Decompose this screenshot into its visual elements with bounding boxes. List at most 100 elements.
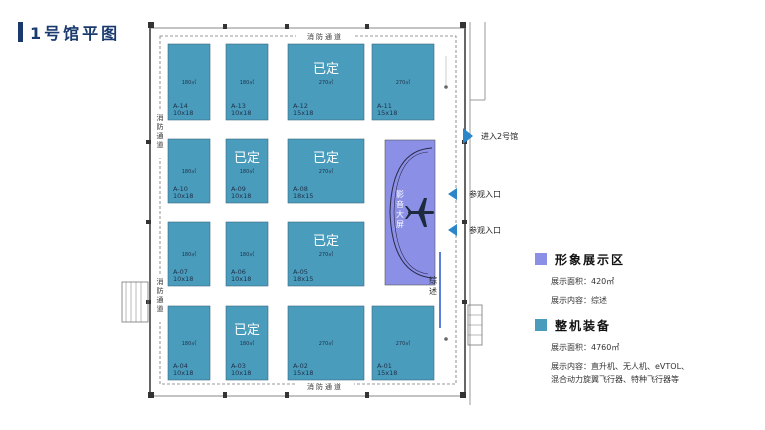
booth-reserved-label: 已定 [234,151,260,166]
booth-id-label: A-04 [173,362,188,370]
booth-id-label: A-09 [231,185,246,193]
booth-area-label: 270㎡ [396,79,411,86]
booth-id-label: A-10 [173,185,188,193]
booth-id-label: A-01 [377,362,392,370]
aircraft-swatch [535,319,547,331]
booth-id-label: A-02 [293,362,308,370]
booth-grid: 180㎡A-1410x18180㎡A-1310x18270㎡A-1215x18已… [167,43,435,381]
booth-A-07 [167,221,211,287]
legend: 形象展示区 展示面积：420㎡ 展示内容：综述 整机装备 展示面积：4760㎡ … [535,250,755,385]
booth-reserved-label: 已定 [313,151,339,166]
booth-area-label: 180㎡ [240,251,255,258]
booth-A-02 [287,305,365,381]
booth-A-04 [167,305,211,381]
booth-A-08 [287,138,365,204]
east-staircase [467,304,483,346]
booth-size-label: 10x18 [173,192,193,200]
booth-size-label: 15x18 [293,109,313,117]
booth-A-01 [371,305,435,381]
booth-size-label: 15x18 [293,369,313,377]
image-zone-swatch [535,253,547,265]
booth-id-label: A-13 [231,102,246,110]
booth-id-label: A-03 [231,362,246,370]
screen-label-1: 影 [396,189,404,199]
booth-size-label: 18x15 [293,275,313,283]
booth-A-10 [167,138,211,204]
booth-reserved-label: 已定 [313,234,339,249]
marker-dot [444,85,448,89]
booth-reserved-label: 已定 [234,323,260,338]
booth-id-label: A-08 [293,185,308,193]
aircraft-content-2: 混合动力旋翼飞行器、特种飞行器等 [551,375,679,384]
title-accent-bar [18,22,23,42]
aircraft-title: 整机装备 [555,318,612,333]
visit-entrance-1-label: 参观入口 [469,189,501,199]
booth-area-label: 180㎡ [182,79,197,86]
booth-size-label: 15x18 [377,109,397,117]
booth-A-12 [287,43,365,121]
booth-area-label: 270㎡ [396,340,411,347]
legend-aircraft: 整机装备 [535,316,755,334]
booth-size-label: 10x18 [173,369,193,377]
booth-size-label: 10x18 [231,369,251,377]
booth-area-label: 180㎡ [182,168,197,175]
booth-size-label: 15x18 [377,369,397,377]
booth-size-label: 10x18 [231,275,251,283]
booth-A-05 [287,221,365,287]
booth-area-label: 270㎡ [319,168,334,175]
booth-A-13 [225,43,269,121]
booth-area-label: 180㎡ [240,168,255,175]
fire-lane-label-left-upper: 消防通道 [156,113,164,150]
screen-label-4: 屏 [396,220,404,229]
aircraft-content-1: 展示内容：直升机、无人机、eVTOL、 [551,362,690,371]
booth-A-06 [225,221,269,287]
booth-id-label: A-07 [173,268,188,276]
booth-area-label: 180㎡ [182,340,197,347]
booth-reserved-label: 已定 [313,62,339,77]
screen-arc [389,147,433,279]
booth-A-03 [225,305,269,381]
aircraft-area: 展示面积：4760㎡ [551,343,620,352]
booth-size-label: 10x18 [173,109,193,117]
entrance-hall2-label: 进入2号馆 [481,131,518,141]
booth-area-label: 270㎡ [319,340,334,347]
booth-A-09 [225,138,269,204]
marker-dot [444,337,448,341]
booth-id-label: A-05 [293,268,308,276]
booth-id-label: A-14 [173,102,188,110]
image-zone-content: 展示内容：综述 [551,296,607,305]
booth-area-label: 270㎡ [319,251,334,258]
screen-arc-inner [393,151,429,275]
screen-label-3: 大 [396,209,404,219]
screen-label-2: 音 [396,199,404,209]
airplane-icon [405,198,434,227]
booth-size-label: 10x18 [231,192,251,200]
visit-entrance-1-arrow-icon [448,188,457,200]
booth-size-label: 10x18 [231,109,251,117]
booth-area-label: 180㎡ [240,340,255,347]
booth-id-label: A-12 [293,102,308,110]
booth-id-label: A-06 [231,268,246,276]
booth-A-14 [167,43,211,121]
booth-area-label: 180㎡ [240,79,255,86]
fire-lane-label-left-lower: 消防通道 [156,277,164,314]
fire-lane-label-top: 消防通道 [307,32,343,41]
booth-size-label: 10x18 [173,275,193,283]
image-zone-area: 展示面积：420㎡ [551,277,615,286]
booth-area-label: 270㎡ [319,79,334,86]
visit-entrance-2-label: 参观入口 [469,225,501,235]
booth-area-label: 180㎡ [182,251,197,258]
fire-lane-label-bottom: 消防通道 [307,382,343,391]
booth-size-label: 18x15 [293,192,313,200]
page-title: 1号馆平图 [30,24,121,43]
legend-image-zone: 形象展示区 [535,250,755,268]
walkway-label-2: 述 [429,286,437,296]
booth-id-label: A-11 [377,102,392,110]
booth-A-11 [371,43,435,121]
image-zone-title: 形象展示区 [555,252,626,267]
walkway-label-1: 综 [429,275,437,285]
west-staircase [121,281,149,323]
visit-entrance-2-arrow-icon [448,224,457,236]
hall2-arrow-icon [463,128,473,144]
